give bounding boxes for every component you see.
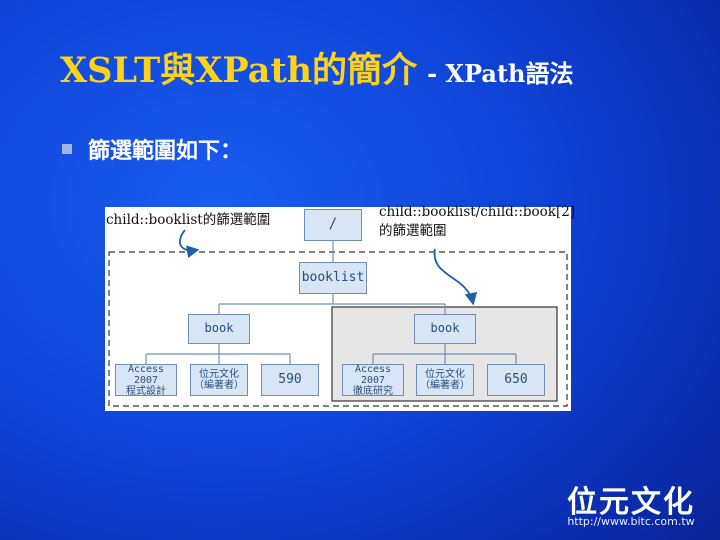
callout-right-line2: 的篩選範圍 [379,223,447,239]
node-book2-title: Access 2007 徹底研究 [342,363,404,397]
node-book1-price: 590 [261,364,319,396]
leaf-line1: Access 2007 [354,363,392,386]
leaf-line1: 590 [278,371,302,387]
leaf-line2: 徹底研究 [353,385,393,397]
leaf-line2: 程式設計 [126,385,166,397]
node-book-2: book [414,314,476,344]
leaf-line1: 650 [504,371,528,387]
leaf-line2: （編著者） [194,380,244,391]
slide-title: XSLT與XPath的簡介 - XPath語法 [60,42,574,93]
node-book2-price: 650 [487,364,545,396]
node-book2-author: 位元文化 （編著者） [416,364,474,396]
node-booklist: booklist [299,262,367,294]
tree-connectors [145,241,517,364]
leaf-line2: （編著者） [420,380,470,391]
bullet-item: 篩選範圍如下： [62,133,242,165]
bullet-square-icon [62,144,72,154]
title-sub: - XPath語法 [427,59,574,88]
node-book1-author: 位元文化 （編著者） [190,364,248,396]
callout-right-arrow [433,248,478,306]
leaf-line1: 位元文化 [425,369,465,380]
title-main: XSLT與XPath的簡介 [60,50,418,91]
publisher-logo: 位元文化 http://www.bitc.com.tw [556,477,706,531]
leaf-line1: 位元文化 [199,369,239,380]
callout-left: child::booklist的篩選範圍 [106,212,271,228]
node-book-1: book [188,314,250,344]
callout-left-arrow [179,229,200,258]
logo-name: 位元文化 [567,485,695,520]
logo-url: http://www.bitc.com.tw [567,515,695,528]
xpath-tree-diagram: child::booklist的篩選範圍 child::booklist/chi… [105,204,575,411]
node-root: / [304,209,362,241]
node-book1-title: Access 2007 程式設計 [115,363,177,397]
booklist-selection-region [108,251,568,407]
leaf-line1: Access 2007 [127,363,165,386]
bullet-text: 篩選範圍如下： [88,138,243,164]
callout-right-line1: child::booklist/child::book[2] [379,204,576,220]
